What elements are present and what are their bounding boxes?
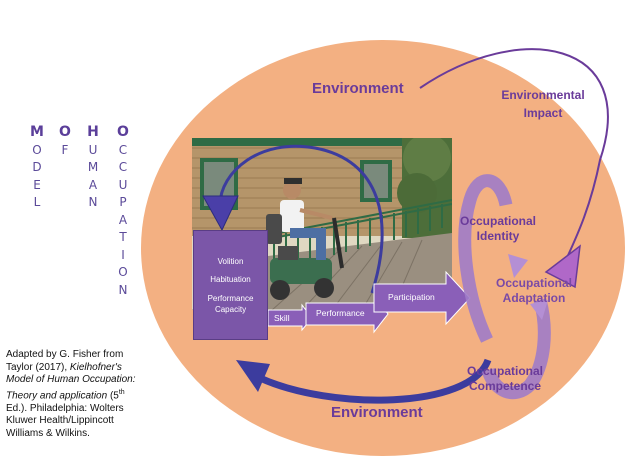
occupational-adaptation-line1: Occupational xyxy=(495,276,572,290)
occupational-competence-line1: Occupational xyxy=(466,364,543,378)
title-letter: A xyxy=(88,177,98,192)
title-column-human: H U M A N xyxy=(85,124,101,212)
title-letter: E xyxy=(33,177,41,192)
title-letter: O xyxy=(118,265,128,279)
citation-line3: Model of Human Occupation: xyxy=(6,374,181,387)
performance-capacity-label-line2: Capacity xyxy=(214,305,247,314)
wheelchair-photo xyxy=(192,138,452,310)
citation-line1: Adapted by G. Fisher from xyxy=(6,349,124,360)
person-box: Volition Habituation Performance Capacit… xyxy=(193,230,268,340)
citation-line2-italic: Kielhofner's xyxy=(69,361,122,373)
title-letter: U xyxy=(88,142,98,157)
feedback-arrowhead-bottom xyxy=(236,360,270,392)
occupational-identity-line2: Identity xyxy=(476,229,520,243)
identity-loop xyxy=(458,174,513,343)
title-letter: P xyxy=(119,195,127,209)
title-letter: C xyxy=(118,160,128,174)
citation-line2-text: Taylor (2017), xyxy=(6,361,70,373)
environmental-impact-arrowhead xyxy=(544,244,581,289)
volition-label: Volition xyxy=(217,257,244,266)
title-column-model: M O D E L xyxy=(29,124,45,212)
performance-label: Performance xyxy=(316,308,365,318)
citation-line2: Taylor (2017), Kielhofner's xyxy=(6,362,181,375)
citation-line4-text: (5 xyxy=(107,390,119,402)
citation-line7: Williams & Wilkins. xyxy=(6,427,90,439)
environment-label-top: Environment xyxy=(312,80,404,97)
title-letter: C xyxy=(118,142,128,157)
title-letter: O xyxy=(59,124,71,140)
feedback-arrowhead-top xyxy=(202,195,239,232)
citation: Adapted by G. Fisher from Taylor (2017),… xyxy=(6,349,181,440)
title-letter: I xyxy=(121,247,125,262)
citation-line3-italic: Model of Human Occupation: xyxy=(6,374,136,386)
title-letter: T xyxy=(119,230,127,244)
performance-capacity-label-line1: Performance xyxy=(207,294,254,303)
environment-label-bottom: Environment xyxy=(331,404,423,421)
citation-line5: Ed.). Philadelphia: Wolters xyxy=(6,402,124,414)
competence-loop xyxy=(481,298,551,400)
environmental-impact-line2: Impact xyxy=(523,106,563,120)
citation-line4: Theory and application (5th xyxy=(6,387,181,403)
participation-label: Participation xyxy=(388,292,435,302)
citation-line4-sup: th xyxy=(118,388,125,396)
title-letter: F xyxy=(61,142,69,157)
feedback-arrow-top xyxy=(218,144,384,294)
citation-line6: Kluwer Health/Lippincott xyxy=(6,415,114,427)
occupational-adaptation-label: Occupational Adaptation xyxy=(482,276,586,306)
competence-to-adaptation-arrowhead xyxy=(530,300,548,320)
title-letter: D xyxy=(32,160,42,174)
title-letter: M xyxy=(30,124,44,140)
citation-line4-italic: Theory and application xyxy=(6,390,108,402)
environmental-impact-line xyxy=(419,48,609,263)
occupational-identity-label: Occupational Identity xyxy=(448,214,548,244)
skill-label: Skill xyxy=(274,313,290,323)
title-letter: M xyxy=(87,160,99,174)
title-letter: U xyxy=(118,177,128,192)
title-letter: N xyxy=(118,282,128,297)
occupational-adaptation-line2: Adaptation xyxy=(502,291,566,305)
identity-to-adaptation-arrowhead xyxy=(508,254,528,278)
feedback-arrow-bottom xyxy=(258,358,492,404)
habituation-label: Habituation xyxy=(210,275,251,284)
title-column-occupation: O C C U P A T I O N xyxy=(115,124,131,299)
environmental-impact-label: Environmental Impact xyxy=(488,88,598,121)
title-letter: L xyxy=(33,195,41,209)
participation-arrow xyxy=(373,270,471,326)
title-column-of: O F xyxy=(57,124,73,159)
title-letter: N xyxy=(88,195,98,209)
environmental-impact-line1: Environmental xyxy=(501,88,585,102)
title-letter: H xyxy=(87,124,99,140)
title-letter: O xyxy=(32,142,42,157)
occupational-competence-label: Occupational Competence xyxy=(455,364,555,394)
occupational-identity-line1: Occupational xyxy=(459,214,536,228)
title-letter: A xyxy=(118,212,128,227)
title-letter: O xyxy=(117,124,129,140)
occupational-competence-line2: Competence xyxy=(468,379,542,393)
